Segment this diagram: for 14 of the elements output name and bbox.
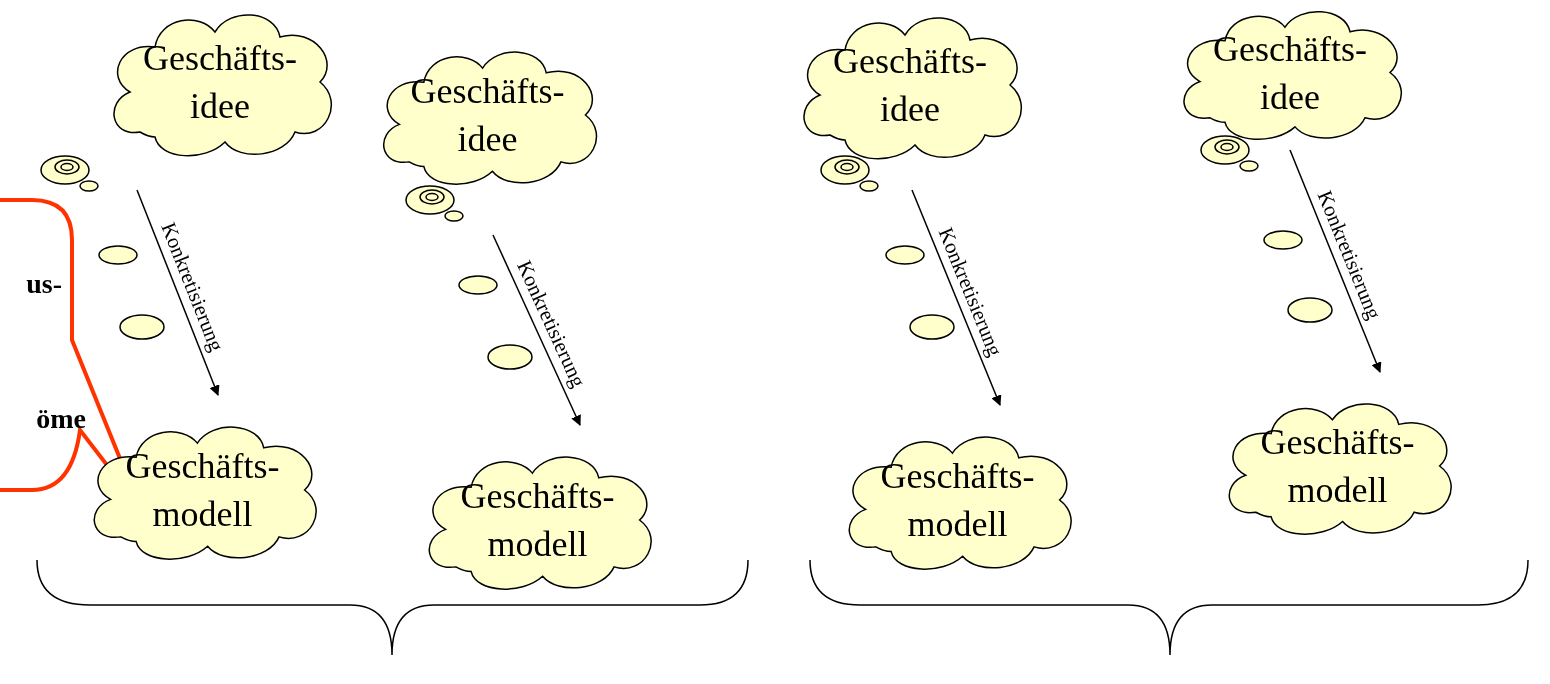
- callout-text: öme: [36, 405, 86, 433]
- cloud-text: Geschäfts- idee: [832, 40, 988, 131]
- cloud-text: Geschäfts- modell: [1259, 421, 1416, 512]
- cloud-text: Geschäfts- idee: [1212, 27, 1368, 119]
- cloud-text: Geschäfts- modell: [459, 475, 616, 566]
- callout-text: us-: [26, 270, 62, 298]
- arrow: [1289, 149, 1382, 373]
- cloud-text: Geschäfts- modell: [124, 445, 281, 536]
- cloud-text: Geschäfts- idee: [142, 37, 298, 128]
- arrow: [136, 189, 220, 396]
- arrow: [911, 189, 1002, 406]
- cloud-text: Geschäfts- idee: [409, 70, 566, 161]
- arrow: [492, 234, 581, 426]
- cloud-text: Geschäfts- modell: [879, 455, 1036, 546]
